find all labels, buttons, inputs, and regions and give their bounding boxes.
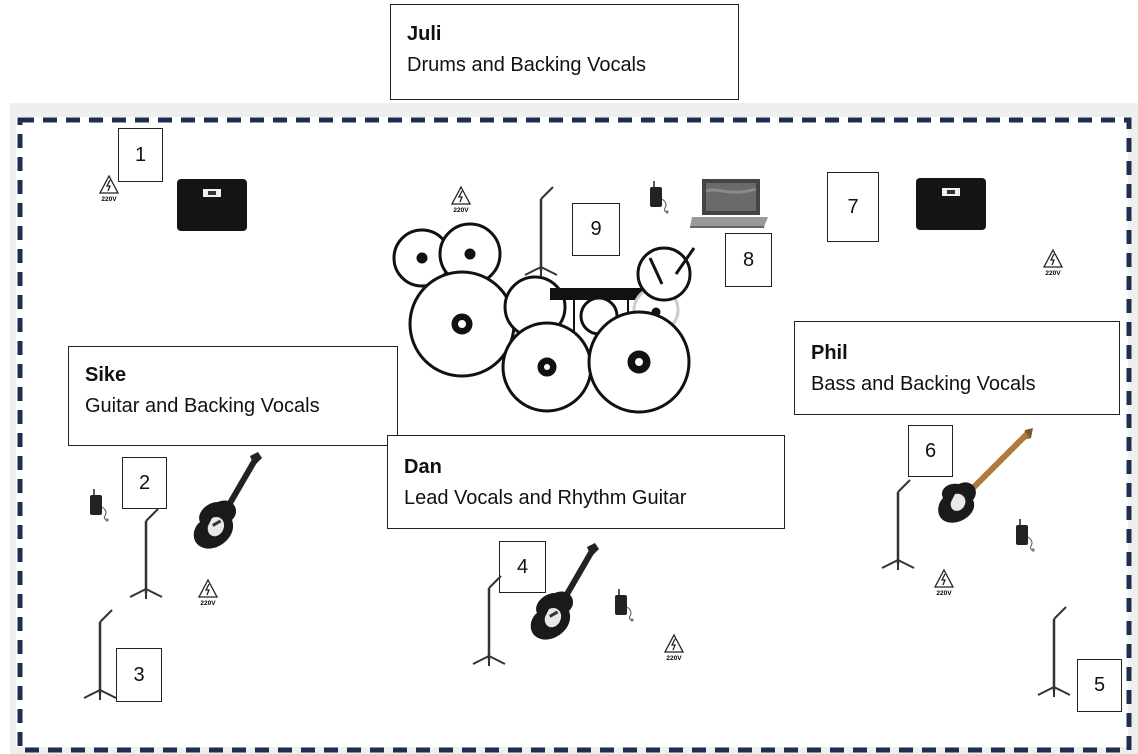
power-outlet-icon xyxy=(934,569,954,598)
power-outlet-icon xyxy=(99,175,119,204)
mic-stand-icon xyxy=(128,507,164,601)
musician-name: Dan xyxy=(404,456,442,478)
mic-stand-icon xyxy=(880,478,916,572)
musician-name: Juli xyxy=(407,23,442,45)
marker-7: 7 xyxy=(827,172,879,242)
musician-name: Phil xyxy=(811,342,848,364)
wireless-pack-icon xyxy=(614,588,635,623)
amp-icon xyxy=(177,179,247,231)
electric-guitar-icon xyxy=(188,452,268,556)
mic-stand-icon xyxy=(82,608,118,702)
wireless-pack-icon xyxy=(649,180,670,215)
musician-role: Lead Vocals and Rhythm Guitar xyxy=(404,487,687,509)
marker-6: 6 xyxy=(908,425,953,477)
musician-box-sike: Sike Guitar and Backing Vocals xyxy=(68,346,398,446)
marker-2: 2 xyxy=(122,457,167,509)
marker-9: 9 xyxy=(572,203,620,256)
mic-stand-icon xyxy=(1036,605,1072,699)
marker-4: 4 xyxy=(499,541,546,593)
marker-1: 1 xyxy=(118,128,163,182)
power-outlet-icon xyxy=(664,634,684,663)
musician-box-dan: Dan Lead Vocals and Rhythm Guitar xyxy=(387,435,785,529)
musician-box-juli: Juli Drums and Backing Vocals xyxy=(390,4,739,100)
electric-guitar-icon xyxy=(525,543,605,647)
power-outlet-icon xyxy=(1043,249,1063,278)
laptop-icon xyxy=(690,179,768,228)
musician-box-phil: Phil Bass and Backing Vocals xyxy=(794,321,1120,415)
marker-3: 3 xyxy=(116,648,162,702)
power-outlet-icon xyxy=(198,579,218,608)
musician-role: Drums and Backing Vocals xyxy=(407,54,647,76)
musician-role: Bass and Backing Vocals xyxy=(811,373,1036,395)
power-outlet-icon xyxy=(451,186,471,215)
musician-name: Sike xyxy=(85,364,127,386)
wireless-pack-icon xyxy=(89,488,110,523)
marker-5: 5 xyxy=(1077,659,1122,712)
musician-role: Guitar and Backing Vocals xyxy=(85,395,320,417)
marker-8: 8 xyxy=(725,233,772,287)
amp-icon xyxy=(916,178,986,230)
mic-stand-icon xyxy=(471,574,507,668)
drum-kit-icon xyxy=(392,222,696,414)
bass-guitar-icon xyxy=(931,428,1035,532)
